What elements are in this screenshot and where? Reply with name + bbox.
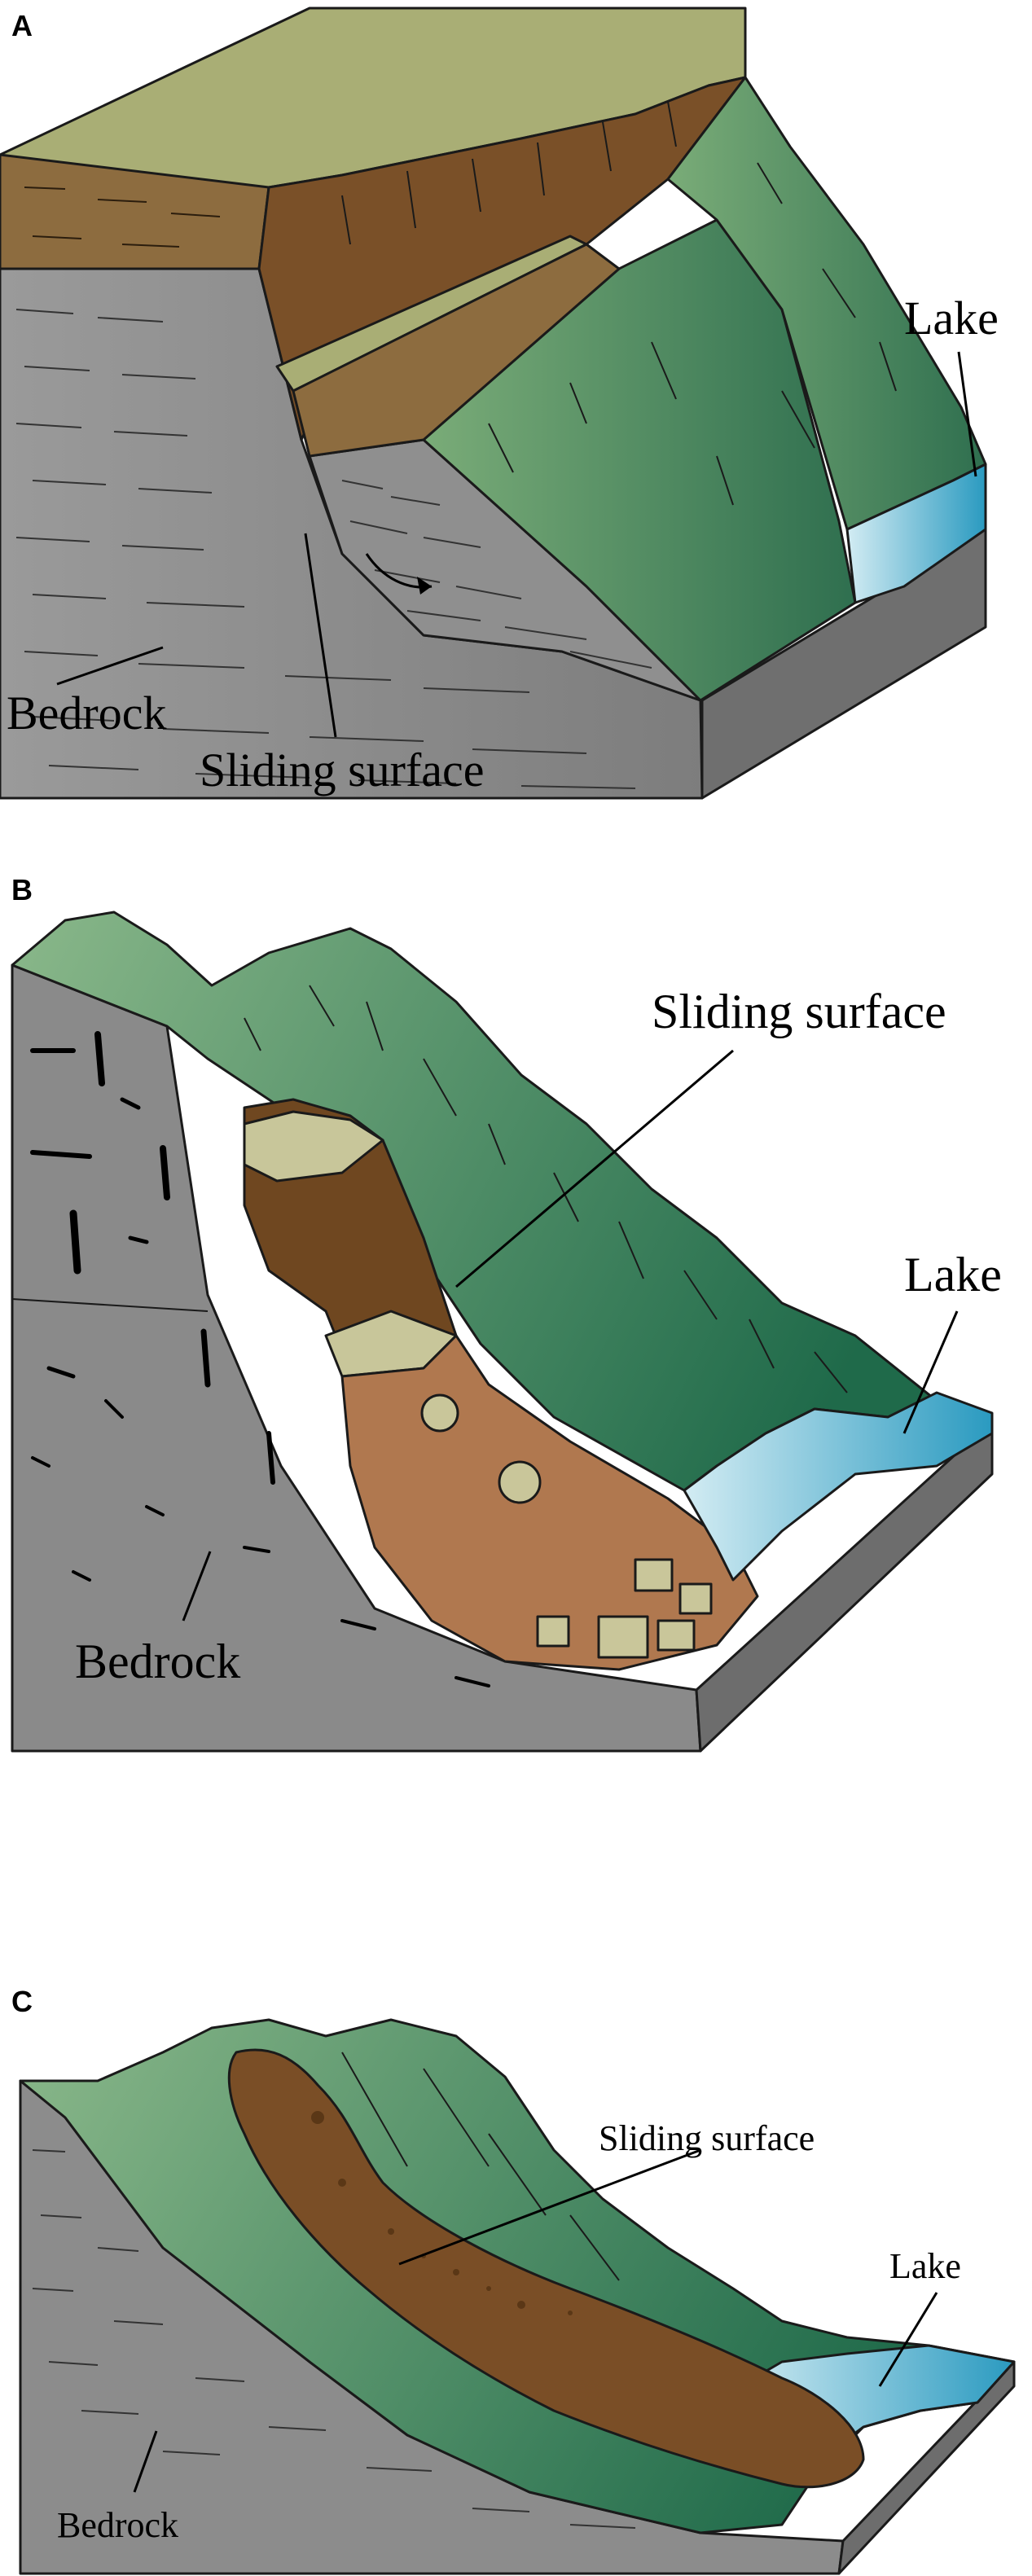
- slide-mass: [422, 218, 857, 702]
- panel-letter: B: [11, 873, 33, 906]
- leader-bedrock: [133, 2430, 158, 2493]
- lake-b: [683, 1391, 994, 1582]
- label-sliding-surface: Sliding surface: [599, 2118, 815, 2158]
- panel-c: C Sliding surface La: [11, 1985, 1016, 2575]
- slope-cracks-b: [244, 985, 848, 1393]
- arrow-head: [417, 577, 432, 595]
- bedrock-hatching: [15, 309, 636, 789]
- bedrock-front-face: [11, 963, 702, 1753]
- scarp-cracks: [341, 101, 677, 245]
- scar-block-upper: [243, 1110, 384, 1183]
- boulders: [420, 1393, 713, 1659]
- label-lake: Lake: [889, 2246, 961, 2286]
- leader-bedrock: [182, 1551, 212, 1622]
- label-bedrock: Bedrock: [7, 687, 167, 739]
- debris-particles: [311, 2111, 573, 2315]
- label-bedrock: Bedrock: [75, 1635, 240, 1688]
- leader-lake: [902, 1310, 959, 1434]
- leader-lake: [878, 2292, 938, 2387]
- label-lake: Lake: [904, 1248, 1002, 1301]
- leader-sliding-surface: [304, 533, 337, 738]
- label-lake: Lake: [904, 292, 999, 344]
- panel-a: A: [0, 7, 999, 800]
- bedrock-slab-side: [695, 1420, 994, 1753]
- label-sliding-surface: Sliding surface: [200, 744, 485, 796]
- soil-hatching: [24, 187, 221, 248]
- label-sliding-surface: Sliding surface: [652, 985, 946, 1038]
- sliding-surface-hatching: [341, 480, 652, 669]
- leader-sliding-surface: [398, 2148, 701, 2266]
- bedrock-hatching: [32, 2149, 636, 2529]
- slope-cracks-a: [488, 162, 897, 506]
- debris-flow: [227, 2048, 865, 2489]
- tilted-slab-lower: [292, 243, 621, 458]
- bedrock-slab-side: [837, 2360, 1016, 2575]
- panel-letter: A: [11, 9, 33, 42]
- label-bedrock: Bedrock: [57, 2505, 178, 2545]
- bedrock-joints: [30, 1031, 490, 1687]
- strata-line: [11, 1298, 209, 1312]
- leader-bedrock: [56, 646, 164, 686]
- leader-lake: [957, 351, 977, 477]
- panel-b: B: [11, 873, 1002, 1753]
- lake-a: [845, 463, 987, 604]
- panel-letter: C: [11, 1985, 33, 2018]
- leader-sliding-surface: [455, 1049, 734, 1288]
